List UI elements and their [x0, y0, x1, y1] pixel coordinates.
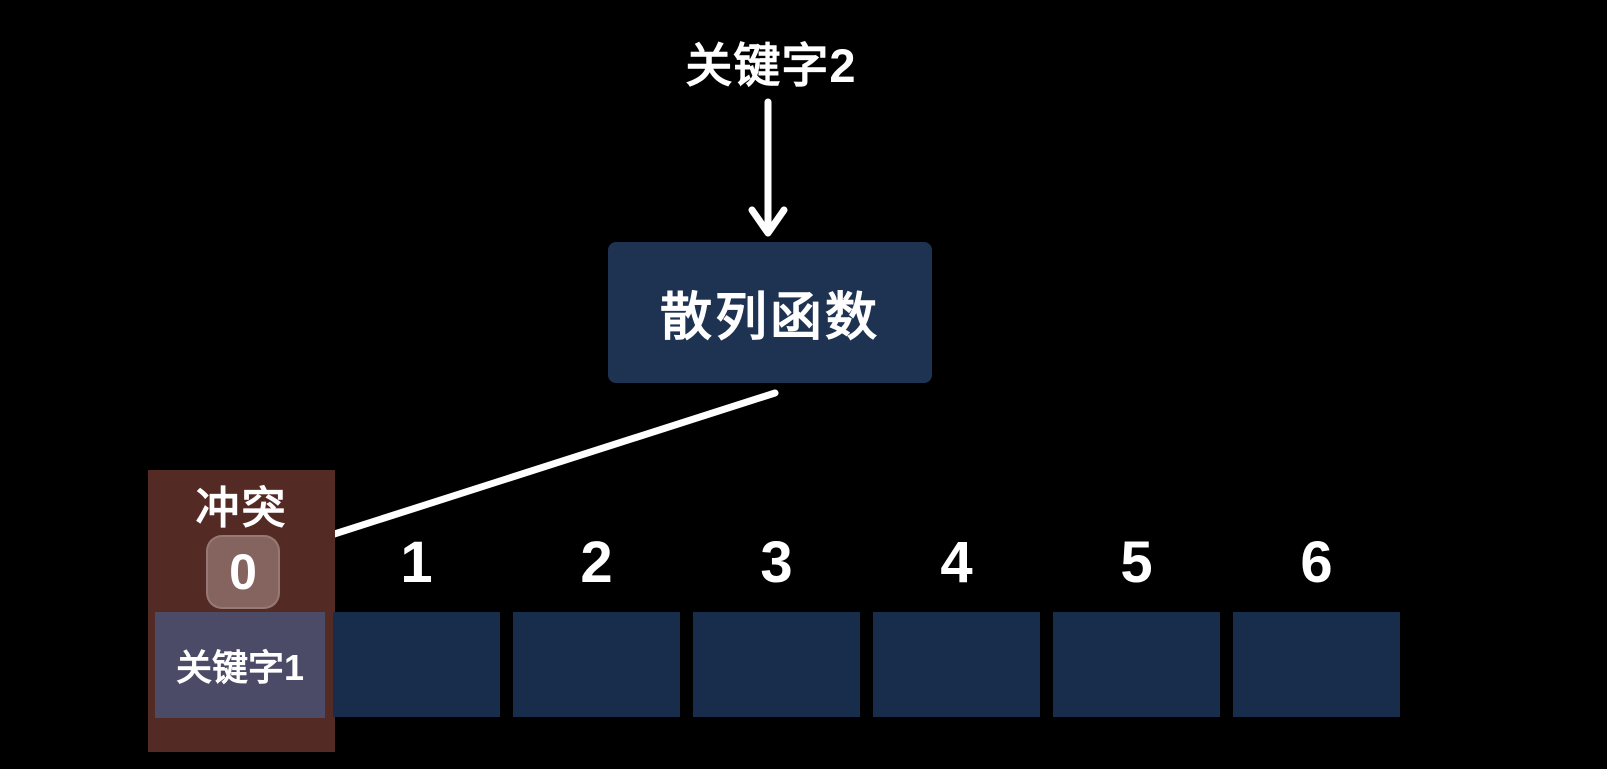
- slot-cell-1: [333, 612, 500, 717]
- hash-function-box: 散列函数: [608, 242, 932, 383]
- slot-index-1: 1: [400, 529, 433, 595]
- slot-index-5: 5: [1120, 529, 1153, 595]
- slot-index-2: 2: [580, 529, 613, 595]
- stored-key-label: 关键字1: [175, 647, 305, 688]
- collision-panel: 冲突 0 关键字1: [148, 470, 335, 752]
- collision-slot-index: 0: [229, 544, 257, 600]
- arrow-key2-to-hashfn: [748, 98, 788, 237]
- slot-cell-4: [873, 612, 1040, 717]
- collision-title: 冲突: [195, 484, 288, 533]
- slot-cell-5: [1053, 612, 1220, 717]
- slot-cell-2: [513, 612, 680, 717]
- hash-function-label: 散列函数: [659, 289, 880, 347]
- slot-index-6: 6: [1300, 529, 1333, 595]
- down-arrowhead-icon: [748, 206, 788, 237]
- slot-cell-6: [1233, 612, 1400, 717]
- slot-index-3: 3: [760, 529, 793, 595]
- slot-index-4: 4: [940, 529, 973, 595]
- incoming-key-label: 关键字2: [685, 38, 857, 92]
- collision-slot-index-badge: 0: [206, 535, 280, 609]
- slot-cell-3: [693, 612, 860, 717]
- stored-key-cell: 关键字1: [155, 612, 325, 718]
